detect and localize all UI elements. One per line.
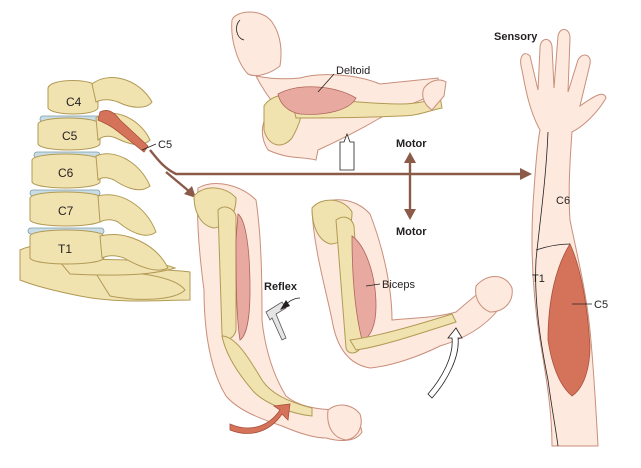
reflex-response-arrow [229,403,291,434]
label-motor-bottom: Motor [396,226,427,238]
arrow-main-horizontal [149,149,522,176]
label-reflex: Reflex [264,281,298,293]
deltoid-leader [317,73,335,93]
label-derm-c5: C5 [594,299,608,311]
c5-nerve-root [97,110,149,153]
label-c7: C7 [58,204,74,218]
vertebra-t1-process [99,234,169,271]
biceps-forearm [349,313,457,351]
reflex-forearm [221,335,313,417]
ear [236,19,245,41]
pathway-arrows: Motor Motor [149,138,532,238]
label-biceps: Biceps [382,279,416,291]
vertebra-t1 [29,229,105,265]
vertebra-c4-process [91,77,153,108]
biceps-figure: Biceps [311,199,513,399]
arrowhead-to-reflex-arm [184,186,196,198]
label-c6: C6 [58,166,74,180]
label-derm-c6: C6 [556,195,570,207]
biceps-muscle [351,235,377,341]
biceps-leader [365,283,381,287]
cervical-spine: C4 C5 C6 C7 T1 C5 [19,77,191,302]
deltoid-muscle [277,86,357,115]
label-c5: C5 [62,129,78,143]
biceps-fist [475,276,513,313]
arrow-to-reflex-arm [165,171,191,193]
arrowhead-motor-down [404,209,416,220]
reflex-biceps [235,213,251,341]
hand-abducted [422,79,447,111]
sensory-figure: Sensory C6 T1 C5 [494,29,608,447]
vertebra-c6-process [95,153,151,191]
arrowhead-motor-up [404,152,416,163]
head-outline [231,11,282,77]
deltoid-figure: Deltoid [231,11,447,171]
arrowhead-to-sensory [520,168,532,180]
reflex-hammer-icon [265,301,287,341]
label-c4: C4 [66,95,82,109]
flexion-arrow [427,327,463,399]
label-deltoid: Deltoid [336,65,370,77]
reflex-fist [327,404,362,441]
label-derm-t1: T1 [532,273,545,285]
c5-root-leader [141,143,157,151]
reflex-figure: Reflex [193,183,363,441]
reflex-pointer-head [280,300,290,310]
label-nerve-root-c5: C5 [158,139,172,151]
vertebra-c5 [37,117,101,151]
dermatome-border-c6-t1 [535,243,571,251]
vertebra-c6 [31,153,101,189]
label-motor-top: Motor [396,138,427,150]
label-sensory: Sensory [494,31,538,43]
label-t1: T1 [58,242,72,256]
dermatome-c5 [547,243,591,397]
dermatome-border [535,131,559,447]
vertebra-c7-process [97,194,157,236]
abduction-arrow [339,132,355,171]
